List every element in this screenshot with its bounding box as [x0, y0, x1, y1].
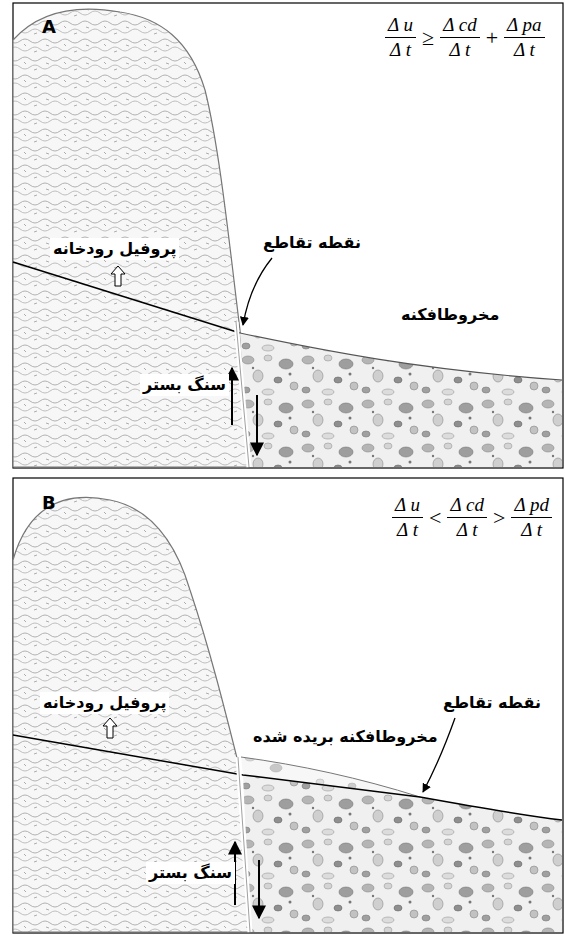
profile-label: پروفیل رودخانه	[40, 692, 169, 714]
fault-line	[238, 757, 250, 932]
alluvial-fan	[243, 775, 562, 932]
river-profile	[13, 262, 240, 333]
rate-formula: Δ uΔ t≥Δ cdΔ t+Δ paΔ t	[385, 14, 545, 61]
old-fan-surface	[241, 757, 420, 797]
fan-label: مخروطافکنه بریده شده	[250, 726, 441, 748]
numerator: Δ u	[385, 14, 416, 38]
fraction: Δ paΔ t	[504, 14, 545, 61]
denominator: Δ t	[511, 38, 538, 61]
numerator: Δ u	[392, 494, 423, 518]
operator: +	[486, 25, 498, 51]
panel-frame	[13, 478, 563, 933]
fraction: Δ uΔ t	[392, 494, 423, 541]
denominator: Δ t	[387, 38, 414, 61]
panel-frame	[13, 3, 563, 468]
point-label: نقطه تقاطع	[440, 692, 544, 714]
alluvial-fan	[240, 333, 562, 467]
denominator: Δ t	[518, 518, 545, 541]
point-label: نقطه تقاطع	[260, 232, 364, 254]
panel-letter: A	[42, 16, 56, 37]
fault-line	[236, 322, 249, 467]
bedrock-label: سنگ بستر	[140, 374, 229, 396]
fraction: Δ pdΔ t	[511, 494, 552, 541]
operator: >	[493, 505, 505, 531]
bedrock-mountain	[13, 497, 250, 932]
fault-zone	[236, 322, 249, 467]
hollow-arrow	[103, 718, 117, 738]
uplift-arrow	[231, 368, 233, 425]
numerator: Δ pd	[511, 494, 552, 518]
operator: <	[429, 505, 441, 531]
fraction: Δ uΔ t	[385, 14, 416, 61]
hollow-arrow	[111, 266, 125, 286]
fault-zone	[238, 757, 250, 932]
denominator: Δ t	[394, 518, 421, 541]
denominator: Δ t	[454, 518, 481, 541]
profile-label: پروفیل رودخانه	[50, 238, 179, 260]
fan-surface	[240, 333, 562, 380]
panel-letter: B	[42, 492, 56, 513]
fan-label: مخروطافکنه	[398, 304, 502, 326]
fraction: Δ cdΔ t	[447, 494, 487, 541]
denominator: Δ t	[446, 38, 473, 61]
bedrock-label: سنگ بستر	[146, 862, 235, 884]
subsidence-arrow	[258, 860, 260, 918]
rate-formula: Δ uΔ t<Δ cdΔ t>Δ pdΔ t	[392, 494, 552, 541]
numerator: Δ cd	[440, 14, 480, 38]
bedrock-mountain	[13, 9, 248, 467]
fraction: Δ cdΔ t	[440, 14, 480, 61]
numerator: Δ cd	[447, 494, 487, 518]
leader-arrow	[243, 258, 272, 325]
subsidence-arrow	[256, 395, 258, 455]
numerator: Δ pa	[504, 14, 545, 38]
operator: ≥	[422, 25, 434, 51]
